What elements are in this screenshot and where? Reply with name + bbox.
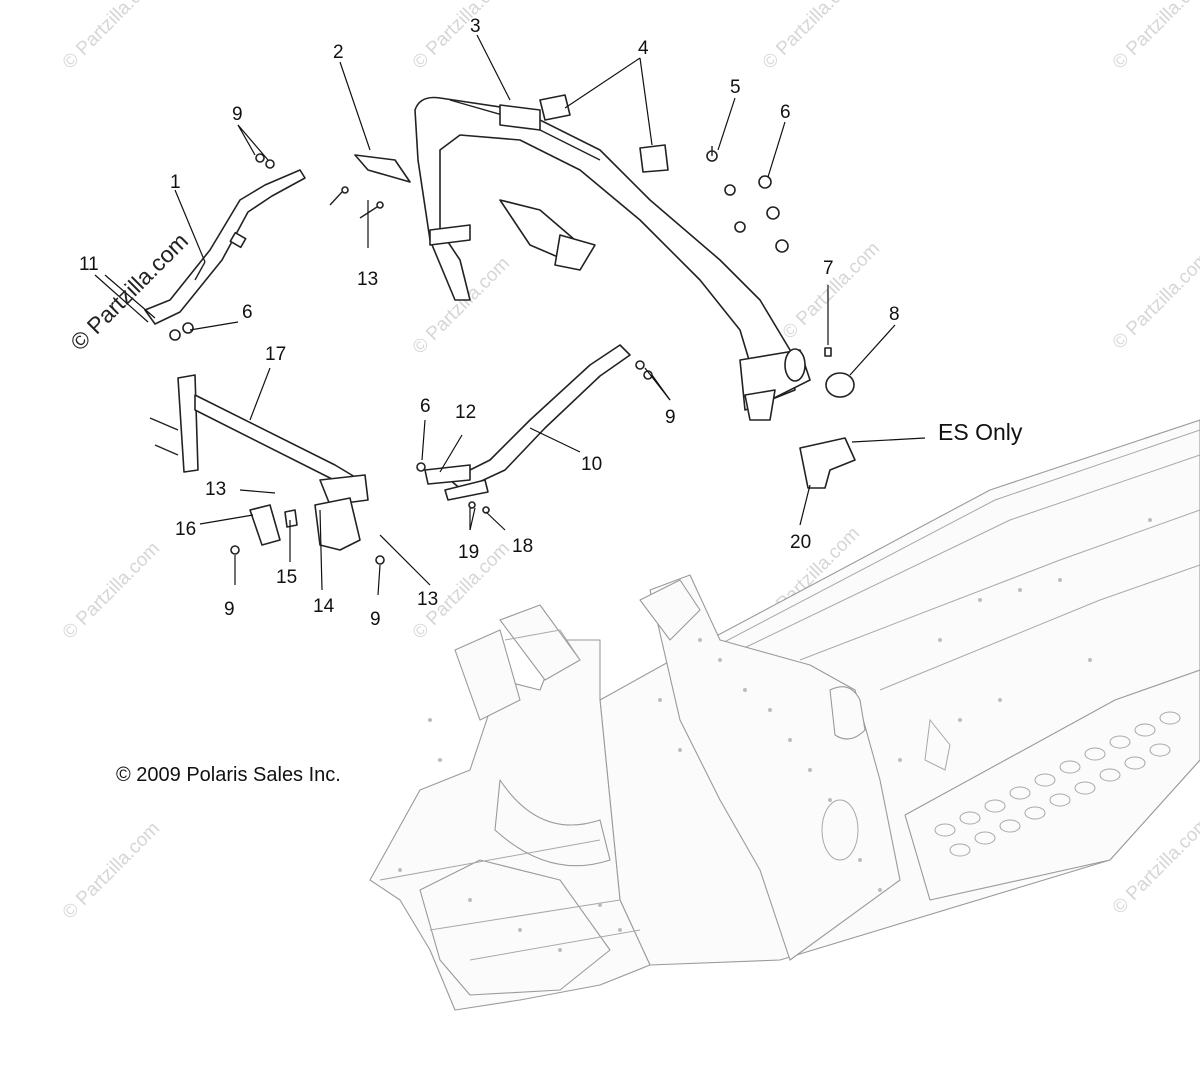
chassis-tunnel bbox=[369, 419, 1200, 1011]
callout-labels: 1 2 3 4 5 6 6 6 7 8 9 9 9 9 10 11 12 13 … bbox=[79, 16, 900, 630]
callout-6-linkage: 6 bbox=[420, 396, 431, 417]
watermark: © Partzilla.com bbox=[1109, 248, 1200, 353]
part-17-cross-bar bbox=[149, 374, 369, 506]
callout-20: 20 bbox=[790, 532, 811, 553]
callout-7: 7 bbox=[823, 258, 834, 279]
watermark: © Partzilla.com bbox=[59, 0, 164, 74]
es-only-note: ES Only bbox=[938, 419, 1023, 445]
callout-19: 19 bbox=[458, 542, 479, 563]
part-9-screws bbox=[230, 153, 653, 565]
callout-3: 3 bbox=[470, 16, 481, 37]
copyright-notice: © 2009 Polaris Sales Inc. bbox=[116, 764, 341, 786]
callout-16: 16 bbox=[175, 519, 196, 540]
watermark: © Partzilla.com bbox=[409, 0, 514, 74]
callout-13-right: 13 bbox=[417, 589, 438, 610]
chassis-rivets bbox=[398, 518, 1152, 952]
callout-9-right: 9 bbox=[665, 407, 676, 428]
callout-18: 18 bbox=[512, 536, 533, 557]
part-10-support-tube bbox=[449, 344, 631, 491]
callout-8: 8 bbox=[889, 304, 900, 325]
callout-14: 14 bbox=[313, 596, 335, 617]
part-1-support-bar bbox=[144, 169, 306, 325]
watermark: © Partzilla.com bbox=[59, 818, 164, 923]
callout-12: 12 bbox=[455, 402, 476, 423]
callout-10: 10 bbox=[581, 454, 602, 475]
part-2-bracket-plate bbox=[329, 154, 411, 219]
callout-11: 11 bbox=[79, 254, 99, 275]
part-3-front-frame bbox=[414, 96, 811, 421]
part-12-18-19-linkage bbox=[424, 464, 490, 514]
watermark: © Partzilla.com bbox=[1109, 0, 1200, 74]
callout-4: 4 bbox=[638, 38, 649, 59]
callout-9-bottom-right: 9 bbox=[370, 609, 381, 630]
callout-17: 17 bbox=[265, 344, 286, 365]
callout-2: 2 bbox=[333, 42, 344, 63]
callout-6-left: 6 bbox=[242, 302, 253, 323]
part-14-15-16-brackets bbox=[249, 497, 361, 551]
tunnel-vent-holes bbox=[934, 711, 1181, 857]
part-4-pads bbox=[539, 94, 669, 173]
callout-9-bottom-left: 9 bbox=[224, 599, 235, 620]
callout-13-top: 13 bbox=[357, 269, 378, 290]
leader-lines bbox=[94, 34, 926, 596]
callout-15: 15 bbox=[276, 567, 297, 588]
callout-6-fasteners: 6 bbox=[780, 102, 791, 123]
callout-13-left: 13 bbox=[205, 479, 226, 500]
part-5-6-fasteners bbox=[169, 146, 789, 472]
callout-9-top: 9 bbox=[232, 104, 243, 125]
watermark: © Partzilla.com bbox=[59, 538, 164, 643]
callout-1: 1 bbox=[170, 172, 181, 193]
watermark: © Partzilla.com bbox=[759, 0, 864, 74]
watermark: © Partzilla.com bbox=[779, 238, 884, 343]
part-20-es-bracket bbox=[799, 437, 856, 489]
callout-5: 5 bbox=[730, 77, 741, 98]
part-7-8-cap bbox=[824, 347, 855, 398]
